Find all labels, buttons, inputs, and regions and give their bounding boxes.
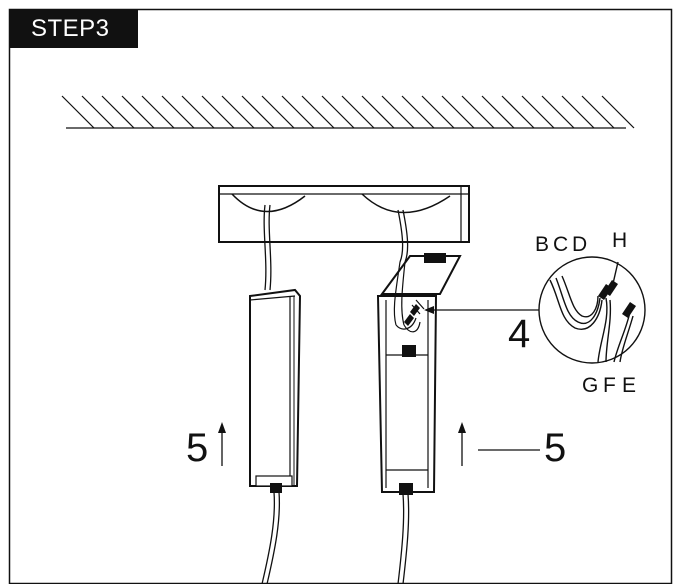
hatch-stroke <box>301 95 335 129</box>
hatch-stroke <box>501 95 535 129</box>
up-arrow-left <box>218 422 226 466</box>
wire-label-g: G <box>582 374 599 397</box>
wire-label-e: E <box>622 374 637 397</box>
hatch-stroke <box>481 95 515 129</box>
right-output-cable <box>397 493 410 584</box>
hatch-stroke <box>421 95 455 129</box>
hatch-stroke <box>281 95 315 129</box>
driver-box-open <box>376 253 462 495</box>
hatch-stroke <box>341 95 375 129</box>
hatch-stroke <box>241 95 275 129</box>
hatch-stroke <box>161 95 195 129</box>
hatch-stroke <box>361 95 395 129</box>
hatch-stroke <box>121 95 155 129</box>
hatch-stroke <box>541 95 575 129</box>
driver-box-closed <box>249 288 302 493</box>
wire-label-b: B <box>535 233 550 256</box>
hatch-stroke <box>561 95 595 129</box>
hatch-stroke <box>461 95 495 129</box>
canopy-wires <box>263 204 409 291</box>
wire-label-f: F <box>603 374 616 397</box>
hatch-stroke <box>141 95 175 129</box>
detail-leader-arrowhead <box>424 306 434 314</box>
step-badge: STEP3 <box>9 9 138 48</box>
wire-nuts <box>404 304 420 326</box>
hatch-stroke <box>61 95 95 129</box>
hatch-stroke <box>81 95 115 129</box>
up-arrow-right <box>458 422 466 466</box>
hatch-stroke <box>581 95 615 129</box>
wire-label-c: C <box>553 233 569 256</box>
left-output-cable <box>261 491 281 584</box>
wiring-detail-circle <box>538 256 646 364</box>
ceiling-hatch <box>61 95 635 129</box>
detail-wire-nuts <box>598 280 636 318</box>
detail-number-label: 4 <box>508 312 531 356</box>
hatch-stroke <box>381 95 415 129</box>
hatch-stroke <box>261 95 295 129</box>
hatch-stroke <box>101 95 135 129</box>
hatch-stroke <box>521 95 555 129</box>
hatch-stroke <box>321 95 355 129</box>
open-box-wiring <box>393 261 425 333</box>
left-arrow-number-label: 5 <box>186 426 209 470</box>
hatch-stroke <box>401 95 435 129</box>
wire-label-d: D <box>572 233 588 256</box>
hatch-stroke <box>181 95 215 129</box>
hatch-stroke <box>601 95 635 129</box>
hatch-stroke <box>441 95 475 129</box>
ceiling-canopy <box>218 185 470 243</box>
hatch-stroke <box>201 95 235 129</box>
right-arrow-number-label: 5 <box>544 426 567 470</box>
wire-label-h: H <box>612 229 628 252</box>
hatch-stroke <box>221 95 255 129</box>
